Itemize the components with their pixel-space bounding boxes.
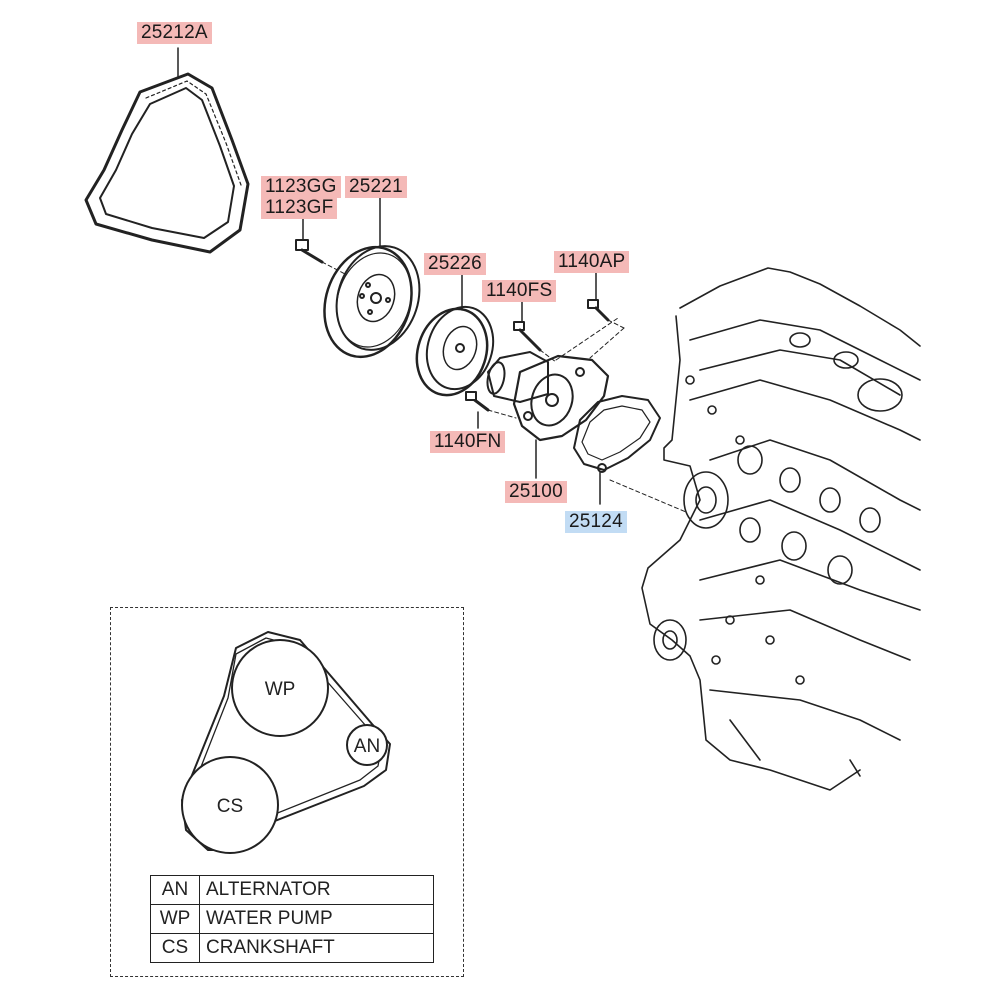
legend-row: CS CRANKSHAFT [150, 933, 434, 963]
engine-block-drawing [641, 267, 921, 791]
alternator-circle [346, 724, 388, 766]
legend-name: CRANKSHAFT [199, 933, 434, 963]
part-label-pulley-wp: 25221 [345, 176, 407, 198]
water-pump-pulley-drawing [323, 197, 421, 359]
drive-belt-drawing [84, 47, 250, 254]
legend-row: AN ALTERNATOR [150, 875, 434, 905]
part-label-pulley-small: 25226 [424, 253, 486, 275]
water-pump-circle [231, 639, 329, 737]
an-circle-label: AN [354, 736, 380, 757]
legend-row: WP WATER PUMP [150, 904, 434, 934]
legend-code: WP [150, 904, 200, 934]
cs-circle-label: CS [217, 796, 243, 817]
belt-routing-frame [110, 607, 464, 977]
part-label-pump: 25100 [505, 481, 567, 503]
part-label-bolt-fn: 1140FN [430, 431, 506, 453]
wp-circle-label: WP [265, 679, 296, 700]
water-pump-drawing [486, 317, 619, 479]
part-label-gasket: 25124 [565, 511, 627, 533]
component-legend-table: AN ALTERNATOR WP WATER PUMP CS CRANKSHAF… [150, 875, 434, 963]
part-label-bolt-gf: 1123GF [261, 197, 338, 219]
belt-routing-diagram [181, 631, 391, 854]
pump-bolts-drawing [465, 271, 625, 429]
part-label-bolt-gg: 1123GG [261, 176, 341, 198]
legend-code: CS [150, 933, 200, 963]
idler-pulley-drawing [415, 273, 495, 397]
legend-name: WATER PUMP [199, 904, 434, 934]
pulley-bolt-drawing [295, 211, 346, 275]
pump-gasket-drawing [573, 395, 687, 513]
legend-code: AN [150, 875, 200, 905]
part-label-bolt-fs: 1140FS [482, 280, 557, 302]
crankshaft-circle [181, 756, 279, 854]
legend-name: ALTERNATOR [199, 875, 434, 905]
part-label-bolt-ap: 1140AP [554, 251, 630, 273]
part-label-belt: 25212A [137, 22, 212, 44]
